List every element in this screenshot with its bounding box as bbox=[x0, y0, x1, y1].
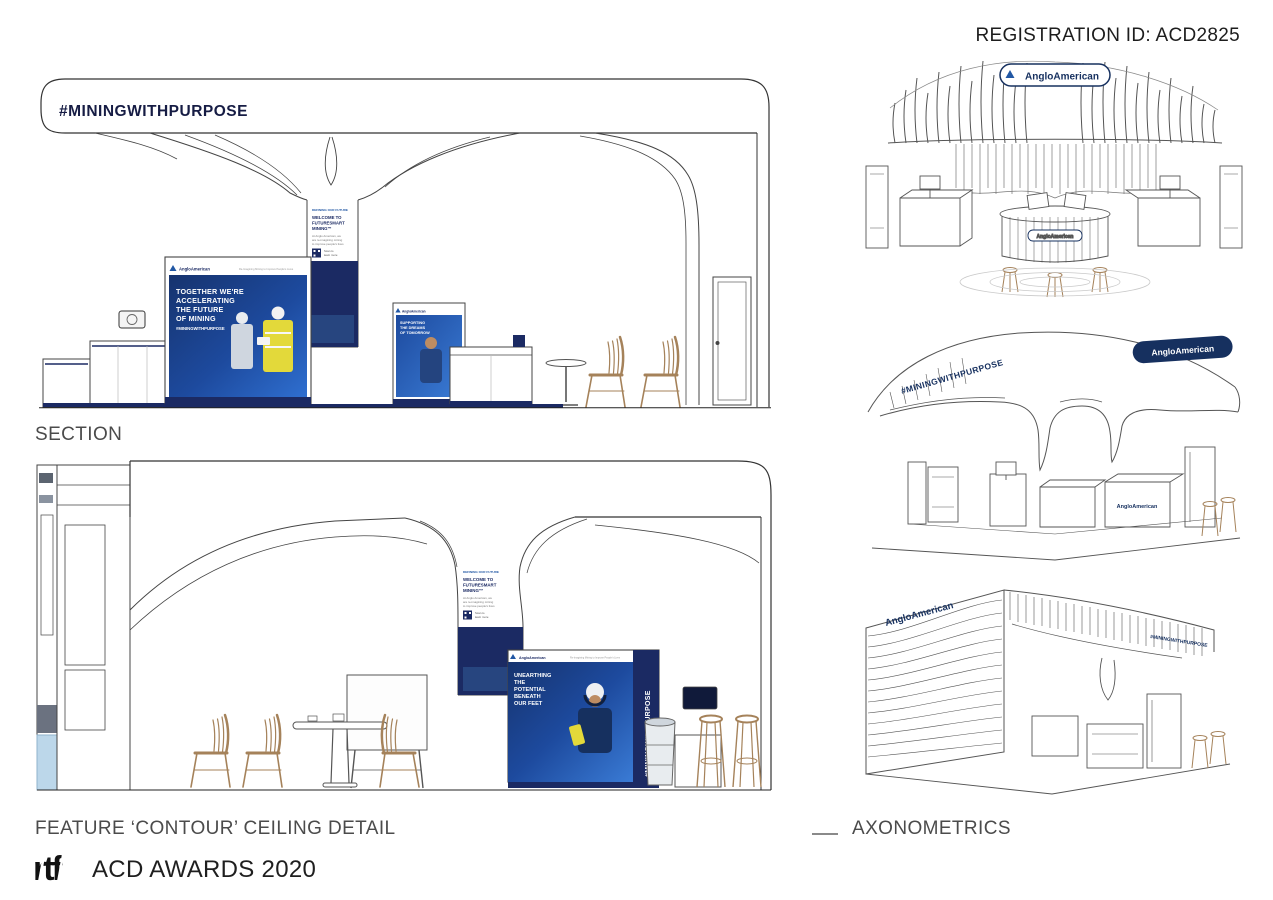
panel-together-heading: TOGETHER WE'RE ACCELERATING THE FUTURE O… bbox=[176, 287, 246, 323]
lounge-chair bbox=[639, 335, 682, 409]
axonometric-perspective-2: AngloAmerican #MININGWITHPURPOSE bbox=[865, 589, 1231, 795]
totem-eyebrow: DEFINING OUR FUTURE bbox=[463, 570, 499, 574]
brand-logo-text: AngloAmerican bbox=[519, 656, 546, 660]
qr-code bbox=[463, 610, 472, 620]
whiteboard bbox=[346, 674, 428, 789]
registration-id: REGISTRATION ID: ACD2825 bbox=[975, 25, 1240, 46]
fascia-band bbox=[40, 78, 770, 407]
door bbox=[712, 276, 752, 406]
reception-counter bbox=[42, 340, 176, 408]
totem-body: At Anglo American, we are re-imagining m… bbox=[312, 234, 344, 246]
svg-text:AngloAmerican: AngloAmerican bbox=[1037, 234, 1074, 240]
totem-title: WELCOME TO FUTURESMART MINING™ bbox=[312, 215, 346, 231]
bar-stools bbox=[1201, 497, 1237, 537]
ceiling-detail-label: FEATURE ‘CONTOUR’ CEILING DETAIL bbox=[35, 818, 396, 839]
totem-title: WELCOME TO FUTURESMART MINING™ bbox=[463, 577, 498, 593]
bar-stool bbox=[732, 714, 762, 788]
chair bbox=[241, 713, 284, 789]
meeting-area bbox=[189, 713, 421, 789]
fascia-band bbox=[129, 460, 772, 790]
section-label: SECTION bbox=[35, 424, 123, 445]
floor-platform bbox=[163, 404, 563, 408]
roof-canopy bbox=[1003, 589, 1215, 701]
svg-text:AngloAmerican: AngloAmerican bbox=[1151, 343, 1214, 357]
panel-supporting-heading: SUPPORTING THE DREAMS OF TOMORROW bbox=[400, 321, 430, 335]
contour-curtain bbox=[94, 132, 700, 405]
brand-tagline: Re-Imagining Mining to Improve People's … bbox=[239, 267, 294, 271]
booth-interior bbox=[871, 446, 1241, 561]
visitor-stools bbox=[1001, 267, 1109, 298]
booth-interior bbox=[865, 693, 1231, 795]
circular-rug bbox=[959, 267, 1151, 297]
awards-title: ACD AWARDS 2020 bbox=[92, 856, 317, 883]
graphic-wall-unearthing: AngloAmerican Re-Imagining Mining to Imp… bbox=[507, 649, 660, 788]
bar-area bbox=[644, 686, 762, 788]
center-desk: AngloAmerican bbox=[999, 192, 1111, 263]
fascia-hashtag: #MININGWITHPURPOSE bbox=[1150, 634, 1209, 649]
rtf-logo: rtf bbox=[33, 849, 67, 889]
tick-mark bbox=[812, 833, 838, 835]
axonometrics-label: AXONOMETRICS bbox=[852, 818, 1011, 839]
lounge-chair bbox=[584, 335, 627, 409]
section-1-drawing: #MININGWITHPURPOSE DEFINING OUR FUTURE W… bbox=[39, 78, 771, 409]
totem-body: At Anglo American, we are re-imagining m… bbox=[463, 596, 495, 608]
panel-together-hashtag: #MININGWITHPURPOSE bbox=[176, 326, 225, 331]
wall-screen bbox=[682, 686, 718, 710]
svg-text:AngloAmerican: AngloAmerican bbox=[1025, 72, 1099, 83]
brand-logo-text: AngloAmerican bbox=[402, 310, 426, 314]
brand-logo-text: AngloAmerican bbox=[179, 267, 210, 272]
drum-stool bbox=[644, 717, 676, 786]
brand-lozenge: AngloAmerican bbox=[1132, 335, 1233, 364]
bar-stools bbox=[1191, 731, 1227, 769]
hanging-curtain bbox=[954, 144, 1157, 199]
storage-cabinet bbox=[449, 335, 533, 406]
wall-monitor bbox=[118, 310, 146, 329]
lounge-area bbox=[545, 335, 682, 409]
chair bbox=[189, 713, 232, 789]
side-table bbox=[545, 359, 587, 406]
qr-caption: Scan to learn more bbox=[475, 611, 489, 619]
qr-code bbox=[312, 248, 321, 258]
slat-wall bbox=[865, 589, 1005, 775]
axonometric-front: AngloAmerican AngloAmerican bbox=[865, 60, 1243, 298]
qr-caption: Scan to learn more bbox=[324, 249, 338, 257]
contour-ceiling bbox=[129, 516, 760, 631]
graphic-panel-together: AngloAmerican Re-Imagining Mining to Imp… bbox=[164, 256, 312, 406]
totem-eyebrow: DEFINING OUR FUTURE bbox=[312, 208, 348, 212]
section-2-drawing: DEFINING OUR FUTURE WELCOME TO FUTURESMA… bbox=[36, 460, 772, 791]
info-totem: DEFINING OUR FUTURE WELCOME TO FUTURESMA… bbox=[306, 200, 359, 348]
fascia-hashtag: #MININGWITHPURPOSE bbox=[59, 103, 248, 120]
brand-tagline: Re-Imagining Mining to Improve People's … bbox=[570, 657, 621, 660]
panel-unearthing-heading: UNEARTHING THE POTENTIAL BENEATH OUR FEE… bbox=[514, 673, 553, 707]
brand-lozenge: AngloAmerican bbox=[999, 63, 1111, 87]
left-wall bbox=[36, 464, 131, 791]
side-counters bbox=[865, 165, 1243, 249]
counter-brand-text: AngloAmerican bbox=[1117, 504, 1158, 510]
axonometric-perspective-1: #MININGWITHPURPOSE AngloAmerican AngloAm… bbox=[867, 331, 1241, 561]
